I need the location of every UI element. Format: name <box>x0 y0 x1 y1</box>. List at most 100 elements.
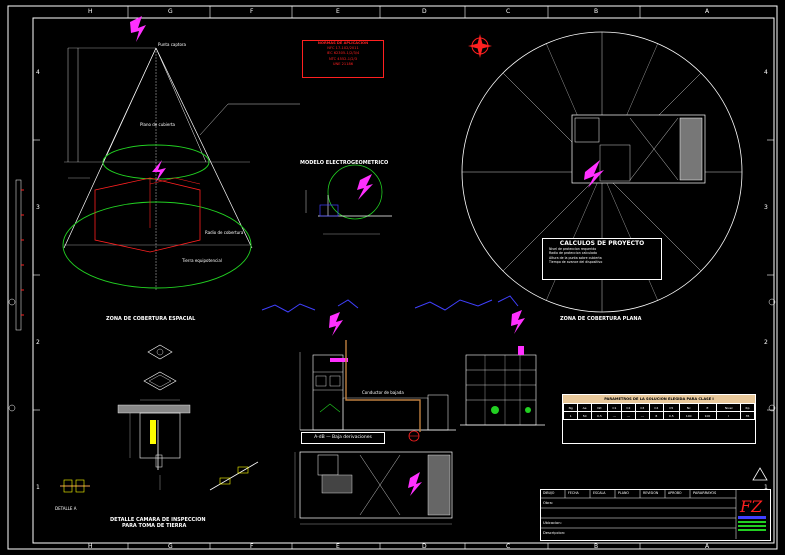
plane-coverage-diagram <box>461 31 743 313</box>
grid-number: 4 <box>36 69 40 76</box>
grid-letter: A <box>705 543 710 550</box>
grid-number: 3 <box>764 204 768 211</box>
calculations-box: CALCULOS DE PROYECTO Nivel de proteccion… <box>542 238 662 280</box>
grid-letter: G <box>168 543 173 550</box>
tb-header-cell: DIBUJO <box>543 491 555 495</box>
sheet-border-outer <box>7 5 778 550</box>
params-col-header: Nc <box>678 403 699 412</box>
params-col-header: Rp <box>740 403 755 412</box>
title-block: DIBUJO FECHA ESCALA PLANO REVISION APROBO PAR… <box>540 489 771 541</box>
grid-letter: D <box>422 543 427 550</box>
label-equipotencial: Tierra equipotencial <box>182 258 222 263</box>
calc-title: CALCULOS DE PROYECTO <box>559 240 645 247</box>
tb-obra: Obra: <box>543 501 554 505</box>
grid-letter: F <box>250 8 254 15</box>
tb-header-cell: ESCALA <box>593 491 606 495</box>
params-value: --- <box>620 411 636 420</box>
title-block-lines <box>540 489 737 539</box>
title-modelo: MODELO ELECTROGEOMETRICO <box>300 160 389 166</box>
grid-letter: F <box>250 543 254 550</box>
grid-letter: G <box>168 8 173 15</box>
stamp-line: NFC 17-102/2011 <box>327 46 359 51</box>
label-cubierta: Plano de cubierta <box>140 122 176 127</box>
stamp-line: NTC 4552-1/2/3 <box>328 56 358 61</box>
tb-header-cell: REVISION <box>643 491 659 495</box>
building-plan <box>294 451 453 525</box>
grid-number: 1 <box>764 484 768 491</box>
label-bajada: Conductor de bajada <box>362 390 404 395</box>
label-detalle-a: DETALLE A <box>55 506 77 511</box>
grid-letter: C <box>506 543 511 550</box>
building-elevation-2 <box>460 346 545 426</box>
tb-header-cell: FECHA <box>568 491 579 495</box>
calc-line: Nivel de proteccion requerido <box>549 247 597 251</box>
grid-letter: E <box>336 8 340 15</box>
params-col-header: C4 <box>648 403 664 412</box>
label-cobertura: Radio de cobertura <box>205 230 244 235</box>
grid-letter: B <box>594 543 599 550</box>
label-punta: Punta captora <box>158 42 187 47</box>
params-col-header: Ae <box>577 403 592 412</box>
params-value: 8 <box>648 411 664 420</box>
params-value: --- <box>606 411 622 420</box>
params-value: 50 <box>577 411 592 420</box>
params-col-header: E <box>697 403 718 412</box>
parameters-table: PARAMETROS DE LA SOLUCION ELEGIDA PARA C… <box>562 394 756 444</box>
tb-code: PARARRAYOS <box>693 491 717 495</box>
grid-letter: C <box>506 8 511 15</box>
tb-header-cell: APROBO <box>668 491 682 495</box>
grid-number: 1 <box>36 484 40 491</box>
params-col-header: C1 <box>606 403 622 412</box>
svg-text:FZ: FZ <box>739 497 763 516</box>
params-col-header: Nivel <box>716 403 742 412</box>
title-detalle-camara-2: PARA TOMA DE TIERRA <box>122 523 187 529</box>
calc-line: Radio de proteccion calculado <box>549 251 597 256</box>
tb-ubicacion: Ubicacion: <box>543 521 562 525</box>
calc-line: Altura de la punta sobre cubierta <box>549 255 602 260</box>
title-zona-espacial: ZONA DE COBERTURA ESPACIAL <box>106 316 196 322</box>
params-value: 0,5 <box>590 411 608 420</box>
electrogeometric-diagram <box>305 164 392 235</box>
grid-number: 4 <box>764 69 768 76</box>
params-title: PARAMETROS DE LA SOLUCION ELEGIDA PARA C… <box>563 395 755 403</box>
derivation-tag: A-dB — Baja derivaciones <box>301 432 385 444</box>
grid-letter: A <box>705 8 710 15</box>
building-elevation-1 <box>299 340 456 442</box>
grid-letter: D <box>422 8 427 15</box>
cone-diagram <box>62 16 300 290</box>
grid-letter: B <box>594 8 599 15</box>
params-col-header: C3 <box>634 403 650 412</box>
params-value: I <box>716 411 742 420</box>
params-col-header: C5 <box>662 403 680 412</box>
tb-header-cell: PLANO <box>618 491 629 495</box>
params-col-header: Ng <box>562 403 579 412</box>
lightning-bolts <box>261 295 525 336</box>
params-value: --- <box>634 411 650 420</box>
title-zona-plana: ZONA DE COBERTURA PLANA <box>560 316 642 322</box>
inspection-chamber-detail <box>60 344 259 493</box>
grid-letter: H <box>88 543 93 550</box>
params-value: 35 <box>740 411 755 420</box>
params-value: 0,5 <box>662 411 680 420</box>
params-col-header: Nd <box>590 403 608 412</box>
margin-marks <box>8 179 776 412</box>
stamp-title: NORMAS DE APLICACION <box>317 41 369 45</box>
calc-line: Tiempo de avance del dispositivo <box>549 260 603 265</box>
params-col-header: C2 <box>620 403 636 412</box>
grid-number: 2 <box>36 339 40 346</box>
sheet-border-inner <box>32 17 775 544</box>
title-detalle-camara: DETALLE CAMARA DE INSPECCION <box>110 517 206 523</box>
standards-stamp: NORMAS DE APLICACION NFC 17-102/2011 IEC… <box>302 40 384 78</box>
warning-icon <box>752 467 768 481</box>
company-logo: FZ <box>738 497 766 531</box>
grid-letter: E <box>336 543 340 550</box>
grid-number: 2 <box>764 339 768 346</box>
params-value: 1 <box>562 411 579 420</box>
tb-descripcion: Descripcion: <box>543 531 566 535</box>
params-value: 100 <box>678 411 699 420</box>
grid-number: 3 <box>36 204 40 211</box>
grid-letter: H <box>88 8 93 15</box>
